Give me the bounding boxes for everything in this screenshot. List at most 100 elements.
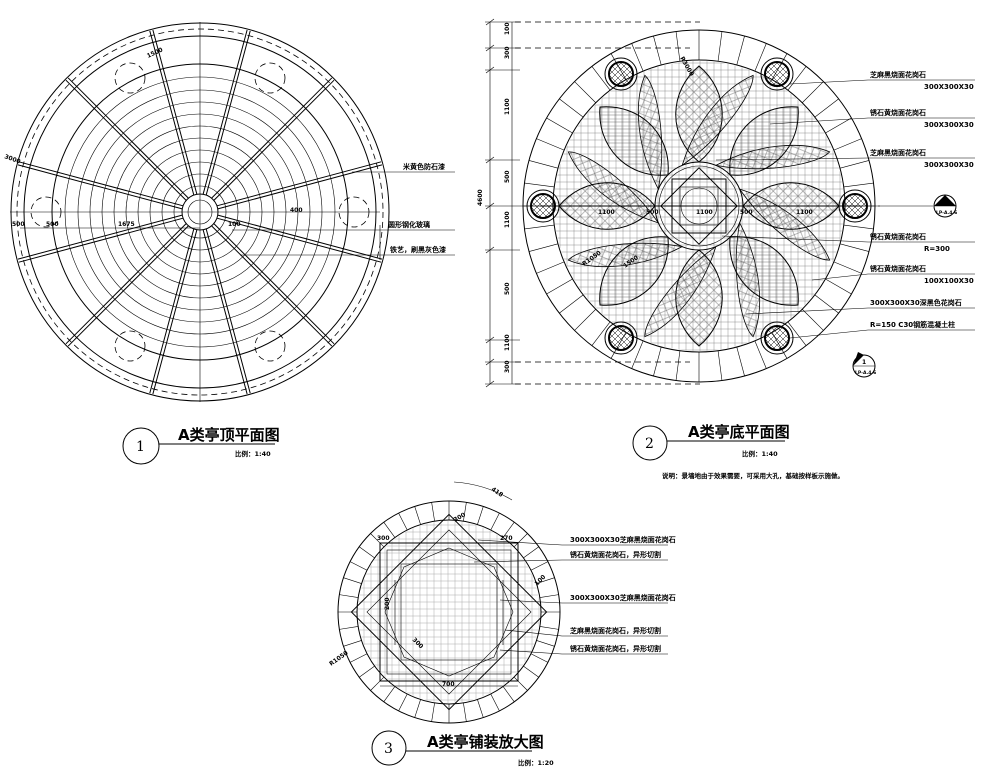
- ring-joint: [414, 699, 421, 718]
- ring-joint: [833, 138, 862, 151]
- column: [608, 61, 634, 87]
- rafter: [202, 229, 248, 395]
- ring-joint: [653, 346, 662, 377]
- dim-tick-mark: [485, 44, 495, 52]
- ring-joint: [833, 261, 862, 274]
- ring-joint: [463, 502, 467, 522]
- dim-roof-left-2: 500: [46, 221, 59, 228]
- ring-joint: [383, 686, 396, 702]
- ring-joint: [574, 309, 596, 331]
- floor-label: 300X300X30: [924, 121, 974, 129]
- leader-line: [477, 539, 668, 546]
- column-outer: [760, 57, 794, 91]
- rafter: [18, 217, 184, 263]
- floor-label: R=150 C30钢筋混凝土柱: [870, 320, 955, 329]
- rafter: [205, 30, 251, 196]
- ring-joint: [787, 321, 807, 346]
- ring-joint: [530, 561, 549, 571]
- petal: [599, 106, 669, 176]
- ring-joint: [343, 577, 362, 584]
- ring-joint: [802, 309, 824, 331]
- ring-joint: [502, 686, 515, 702]
- rafter: [211, 77, 333, 199]
- leader-line: [721, 235, 975, 243]
- rafter: [202, 29, 248, 195]
- ring-joint: [370, 676, 385, 691]
- ring-joint: [477, 699, 484, 718]
- petal: [729, 106, 799, 176]
- ring-joint: [490, 693, 500, 712]
- floor-label: 100X100X30: [924, 277, 974, 285]
- rafter: [65, 79, 187, 201]
- side-dim-label: 300: [504, 46, 511, 59]
- dim-floor-5: 1100: [796, 209, 813, 216]
- floor-label: 芝麻黑烧面花岗石: [870, 148, 926, 157]
- ring-joint: [414, 506, 421, 525]
- section-ref-1: LP-A.4.6: [936, 210, 957, 216]
- detail-label: 300X300X30芝麻黑烧面花岗石: [570, 535, 676, 544]
- ring-joint: [398, 512, 408, 531]
- dim-detail-300b: 300: [377, 535, 390, 542]
- drawing-3-number: 3: [384, 741, 393, 757]
- flower-petal-pattern: [558, 65, 840, 347]
- drawing-3-number-circle: [371, 730, 407, 766]
- ring-joint: [591, 66, 611, 91]
- ring-joint: [536, 138, 565, 151]
- dim-tick-mark: [485, 380, 495, 388]
- side-dim-label: 1100: [504, 211, 511, 228]
- ring-joint: [463, 702, 467, 722]
- ring-joint: [539, 626, 559, 630]
- dim-tick-mark: [485, 358, 495, 366]
- drawing-2-scale: 比例：1:40: [742, 449, 778, 458]
- side-dim-label: 300: [504, 360, 511, 373]
- ring-joint: [631, 340, 644, 369]
- dim-tick-mark: [485, 202, 495, 210]
- ring-joint: [539, 594, 559, 598]
- drawing-1-number-circle: [122, 427, 160, 465]
- rafter: [18, 161, 184, 207]
- rafter: [211, 225, 333, 347]
- detail-ring-joints: [338, 501, 560, 723]
- dim-tick-mark: [485, 18, 495, 26]
- ring-joint: [843, 182, 874, 188]
- ring-joint: [546, 278, 573, 295]
- ring-joint: [591, 321, 611, 346]
- ring-joint: [528, 243, 559, 252]
- petal: [599, 236, 669, 306]
- column-outer: [604, 321, 638, 355]
- ring-joint: [754, 340, 767, 369]
- ring-joint: [675, 31, 681, 62]
- ring-joint: [477, 506, 484, 525]
- dim-tick-mark: [485, 336, 495, 344]
- ring-joint: [843, 224, 874, 230]
- dim-roof-inner: 100: [228, 221, 241, 228]
- side-dim-label: 500: [504, 170, 511, 183]
- ring-joint: [787, 66, 807, 91]
- roof-plan: 500 500 1675 100 3000 1500 400 米黄色防石漆 圆形…: [3, 22, 455, 465]
- floor-label: 锈石黄烧面花岗石: [870, 264, 926, 273]
- dim-floor-1: 1100: [598, 209, 615, 216]
- section-tag-2: 1: [862, 359, 866, 366]
- rafter: [67, 225, 189, 347]
- ring-joint: [524, 224, 555, 230]
- ring-joint: [502, 522, 515, 538]
- detail-label: 锈石黄烧面花岗石，异形切割: [570, 550, 661, 559]
- floor-label: 300X300X30深黑色花岗石: [870, 298, 962, 307]
- dim-tick-mark: [485, 66, 495, 74]
- rafter: [67, 77, 189, 199]
- ring-joint: [343, 640, 362, 647]
- leader-line: [504, 629, 668, 637]
- floor-label: 芝麻黑烧面花岗石: [870, 70, 926, 79]
- ring-joint: [349, 561, 368, 571]
- paving-detail: 418 300 270 300 100 200 700 300 R1050 30…: [328, 481, 676, 767]
- drawing-1-title: A类亭顶平面图: [178, 426, 280, 444]
- detail-label: 300X300X30芝麻黑烧面花岗石: [570, 593, 676, 602]
- dim-detail-100: 100: [533, 574, 547, 588]
- drawing-3-title: A类亭铺装放大图: [427, 733, 544, 751]
- roof-label-glass: 圆形钢化玻璃: [388, 220, 430, 229]
- drawing-2-number-circle: [632, 425, 668, 461]
- ring-joint: [359, 665, 375, 678]
- ring-joint: [717, 350, 723, 381]
- ring-joint: [359, 546, 375, 559]
